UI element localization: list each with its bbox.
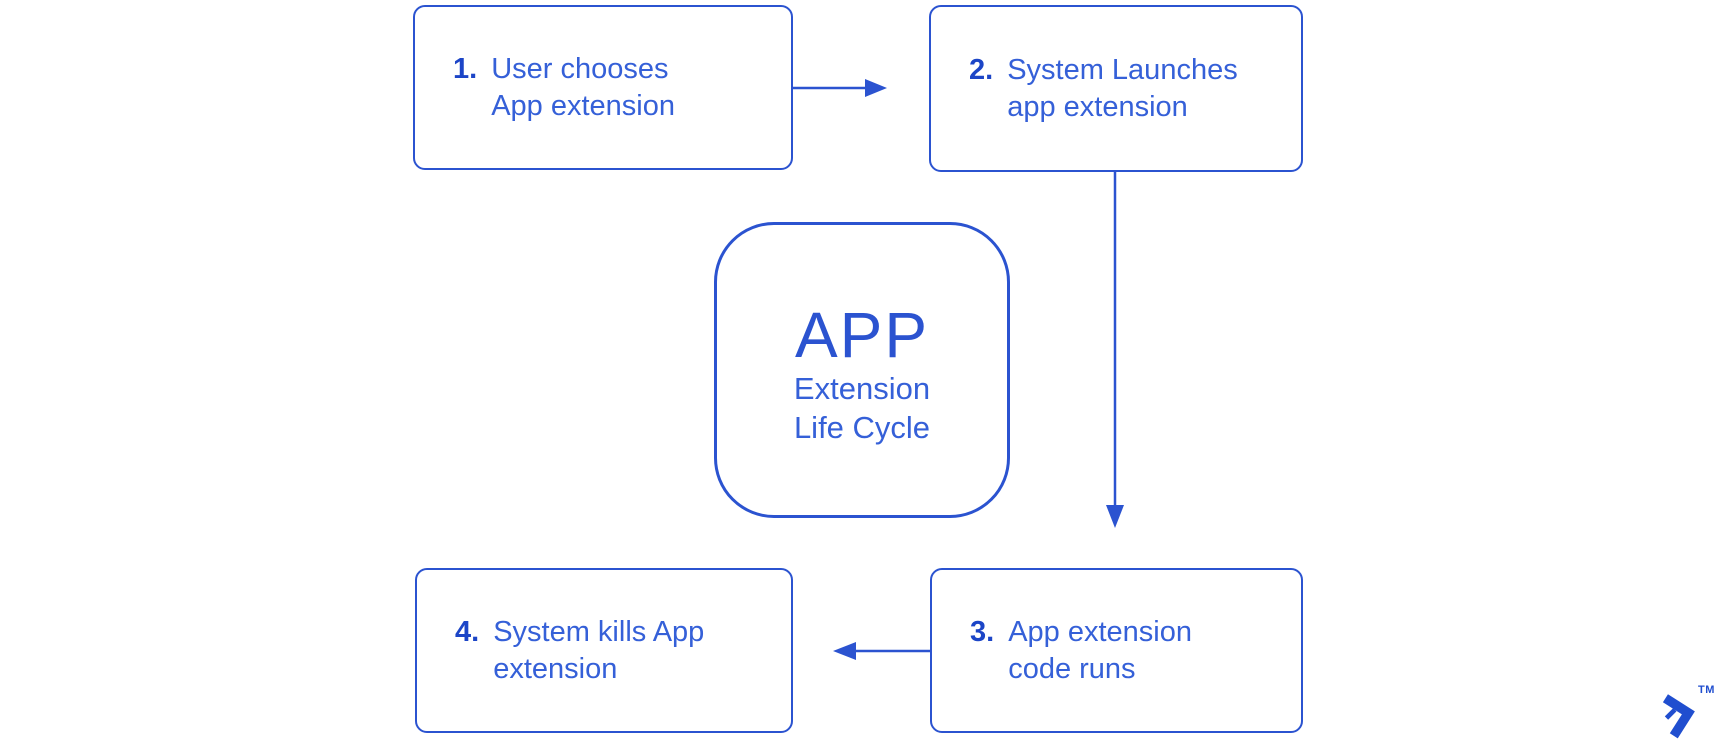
step-text: System Launches app extension: [1007, 52, 1238, 126]
step-text: App extension code runs: [1008, 614, 1192, 688]
step-number: 2.: [969, 53, 994, 86]
toptal-logo-icon: [1662, 694, 1695, 739]
trademark-label: TM: [1698, 684, 1715, 696]
step-text-line: app extension: [1007, 90, 1188, 123]
step-text-line: App extension: [1008, 615, 1192, 648]
step-number: 1.: [453, 52, 478, 85]
step-text-line: App extension: [491, 89, 675, 122]
center-subtitle-line: Life Cycle: [793, 410, 931, 445]
step-number: 3.: [970, 615, 995, 648]
arrow-left-icon: [833, 642, 930, 660]
step-box-1: 1. User chooses App extension: [413, 5, 793, 170]
step-box-3: 3. App extension code runs: [930, 568, 1303, 733]
arrow-right-icon: [792, 79, 887, 97]
step-content: 4. System kills App extension: [455, 614, 704, 688]
step-text-line: System kills App: [493, 615, 705, 648]
step-text: User chooses App extension: [491, 51, 675, 125]
step-text-line: code runs: [1008, 652, 1136, 685]
step-content: 3. App extension code runs: [970, 614, 1192, 688]
center-subtitle-line: Extension: [793, 371, 931, 406]
logo-container: TM: [1658, 682, 1718, 742]
center-title: APP: [794, 299, 930, 371]
step-content: 1. User chooses App extension: [453, 51, 675, 125]
step-text: System kills App extension: [493, 614, 704, 688]
lifecycle-center-box: APP Extension Life Cycle: [714, 222, 1010, 518]
step-box-4: 4. System kills App extension: [415, 568, 793, 733]
arrow-down-icon: [1106, 172, 1124, 528]
step-text-line: User chooses: [491, 52, 669, 85]
step-number: 4.: [455, 615, 480, 648]
step-text-line: System Launches: [1007, 53, 1238, 86]
step-text-line: extension: [493, 652, 618, 685]
step-box-2: 2. System Launches app extension: [929, 5, 1303, 172]
step-content: 2. System Launches app extension: [969, 52, 1238, 126]
